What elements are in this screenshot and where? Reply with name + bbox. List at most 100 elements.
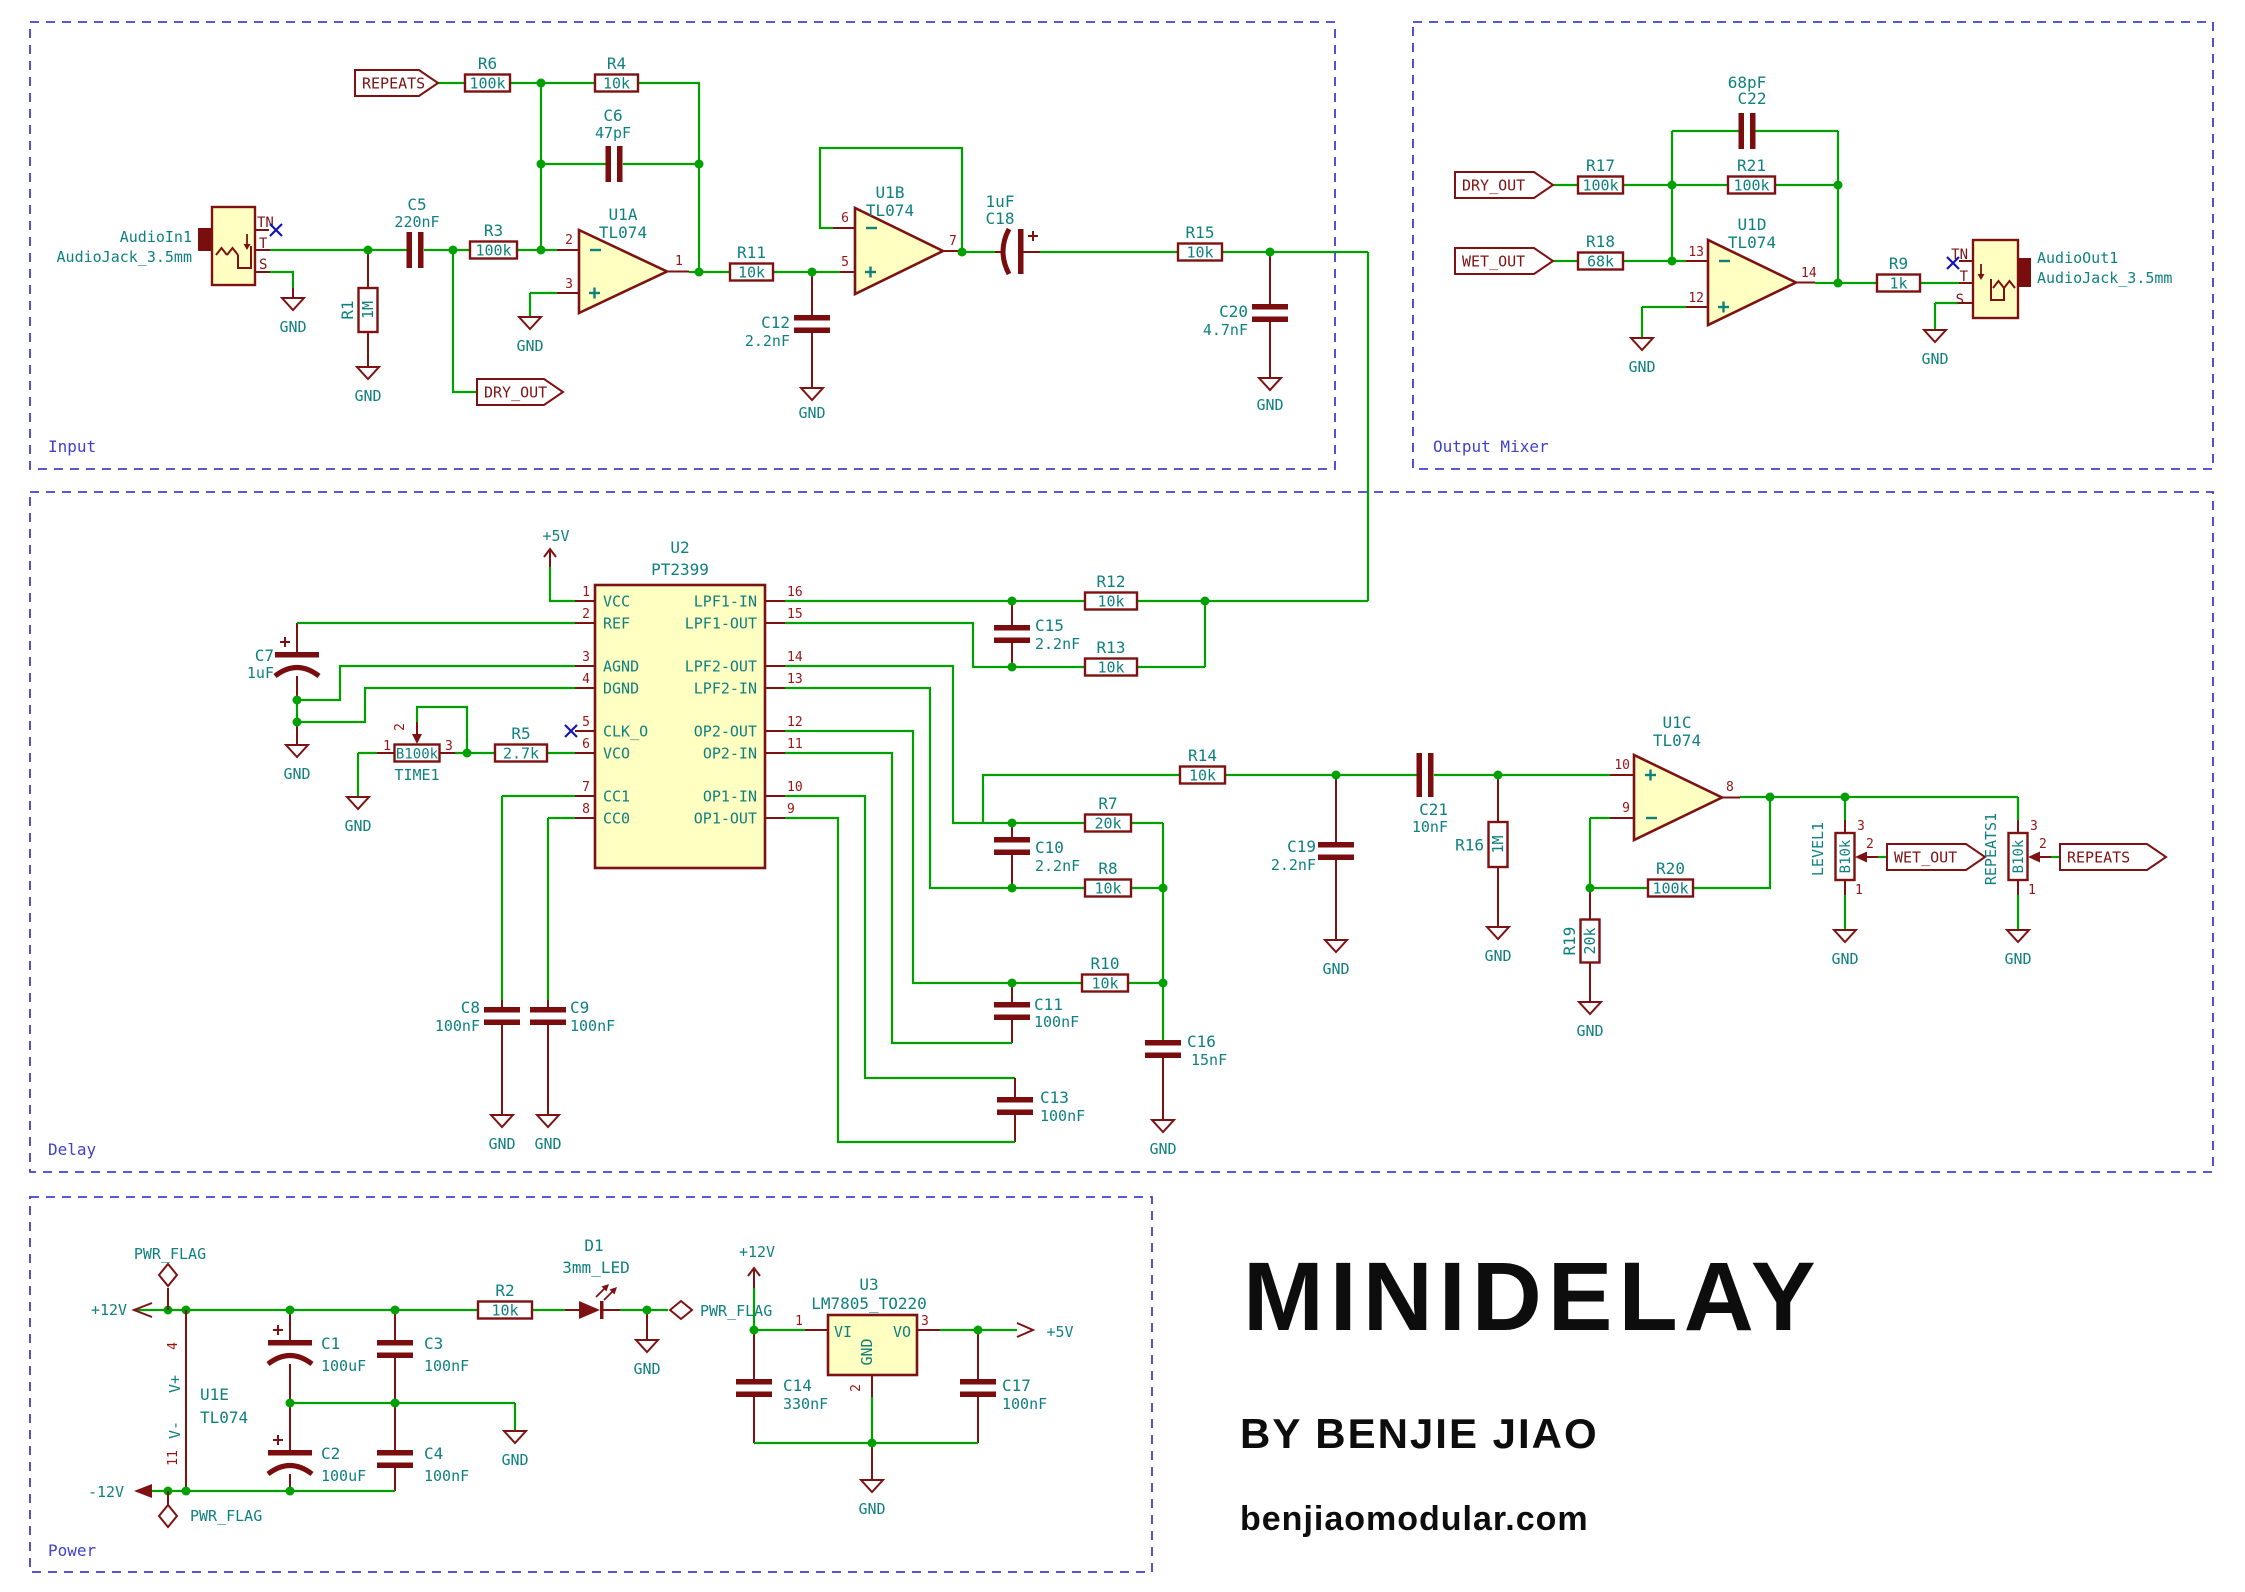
capacitor-C2: [266, 1435, 314, 1477]
text-r-R2-ref: R2: [495, 1281, 514, 1300]
no-connect-icon: [269, 223, 283, 237]
capacitor-C12: [794, 315, 830, 333]
junction-dot: [536, 245, 546, 255]
pwr-flag-3: PWR_FLAG: [668, 1299, 772, 1321]
text-r-R16-value: 1M: [1489, 835, 1507, 853]
capacitor-C20: [1252, 304, 1288, 322]
capacitor-C10: [994, 837, 1030, 855]
resistor-body: [493, 743, 549, 763]
text-r-R9-ref: R9: [1889, 254, 1908, 273]
text-u2-right-2-1: LPF2-OUT: [685, 658, 757, 676]
ground-icon: GND: [858, 1479, 886, 1518]
text-nets-gnd: GND: [1484, 947, 1511, 965]
power-symbol-n12v: -12V: [88, 1483, 152, 1501]
opamp-body: [1632, 752, 1725, 843]
text-c-C3-value: 100nF: [424, 1357, 469, 1375]
ground-icon: [534, 1114, 562, 1129]
junction-dot: [363, 245, 373, 255]
ground-icon: GND: [344, 796, 372, 835]
text-c-C21-ref: C21: [1419, 800, 1448, 819]
junction-dot: [1493, 770, 1503, 780]
no-connect-icon: [564, 724, 578, 738]
text-c-C2-ref: C2: [321, 1444, 340, 1463]
ground-icon: GND: [798, 387, 826, 422]
text-c-C1-value: 100uF: [321, 1357, 366, 1375]
text-u2-left-1-0: 2: [582, 607, 590, 622]
text-u2-ref: U2: [670, 538, 689, 557]
capacitor-C18: [1000, 227, 1038, 276]
cap-plate: [530, 1007, 566, 1013]
text-pots-TIME1-p1: 1: [383, 739, 391, 754]
junction-dot: [1158, 978, 1168, 988]
hier-label-repeats: REPEATS: [354, 69, 440, 97]
ground-icon: GND: [516, 316, 544, 355]
text-c-C17-ref: C17: [1002, 1376, 1031, 1395]
resistor-body: [728, 262, 775, 282]
section-label-power: Power: [48, 1541, 97, 1560]
text-c-C10-ref: C10: [1035, 838, 1064, 857]
text-c-C5-ref: C5: [407, 195, 426, 214]
cap-plate: [1428, 753, 1434, 797]
text-nets-n12: -12V: [88, 1483, 124, 1501]
byline: BY BENJIE JIAO: [1240, 1410, 1599, 1457]
text-r-R5-value: 2.7k: [503, 745, 539, 763]
resistor-body: [476, 1300, 534, 1320]
text-opamps-u1b-plus: 5: [841, 255, 849, 270]
ground-icon: GND: [488, 1114, 516, 1153]
text-r-R21-ref: R21: [1737, 156, 1766, 175]
capacitor-C7: [273, 637, 321, 679]
power-arrow-icon: [543, 547, 557, 558]
text-r-R12-value: 10k: [1097, 593, 1124, 611]
cap-plate: [960, 1391, 996, 1397]
junction-dot: [1007, 596, 1017, 606]
text-r-R2-value: 10k: [491, 1302, 518, 1320]
text-u2-right-7-1: OP1-OUT: [694, 810, 757, 828]
text-d-D1-ref: D1: [584, 1236, 603, 1255]
resistor-body: [1487, 820, 1509, 869]
ground-icon: [1831, 929, 1859, 944]
wire: [548, 567, 575, 603]
ground-icon: GND: [1322, 939, 1350, 978]
text-c-C20-value: 4.7nF: [1203, 321, 1248, 339]
text-u2-left-0-1: VCC: [603, 593, 630, 611]
pwr-flag-1: PWR_FLAG: [134, 1245, 206, 1310]
text-pots-REPEATS1-value: B10k: [2011, 839, 2027, 873]
text-jacks-out-value: AudioJack_3.5mm: [2037, 269, 2172, 287]
wire: [785, 751, 1012, 1045]
jack-body: [1971, 238, 2020, 320]
text-opamps-u1c-value: TL074: [1653, 731, 1701, 750]
text-c-C8-ref: C8: [461, 998, 480, 1017]
text-u3-vi: VI: [834, 1323, 852, 1341]
text-r-R4-value: 10k: [603, 75, 630, 93]
text-nets-gnd: GND: [283, 765, 310, 783]
text-u2-left-5-1: VCO: [603, 745, 630, 763]
text-u2-left-6-0: 7: [582, 780, 590, 795]
cap-plate: [1145, 1052, 1181, 1058]
resistor-body: [1646, 878, 1695, 898]
capacitor-C15: [994, 625, 1030, 643]
text-r-R17-ref: R17: [1586, 156, 1615, 175]
ground-icon: [344, 796, 372, 811]
text-pots-REPEATS1-ref: REPEATS1: [1982, 813, 2000, 885]
text-c-C9-ref: C9: [570, 998, 589, 1017]
text-r-R6-ref: R6: [478, 54, 497, 73]
text-hier-repeats: REPEATS: [362, 75, 425, 93]
cap-plate: [605, 146, 611, 182]
jack-sleeve-icon: [1990, 279, 2005, 301]
text-nets-p12: +12V: [739, 1243, 775, 1261]
resistor-body: [463, 73, 512, 93]
hier-label-flag: [1886, 843, 1987, 871]
junction-dot: [1833, 180, 1843, 190]
wire: [785, 621, 1012, 669]
capacitor-C17: [960, 1379, 996, 1397]
junction-dot: [1585, 883, 1595, 893]
text-nets-gnd: GND: [534, 1135, 561, 1153]
junction-dot: [1833, 278, 1843, 288]
